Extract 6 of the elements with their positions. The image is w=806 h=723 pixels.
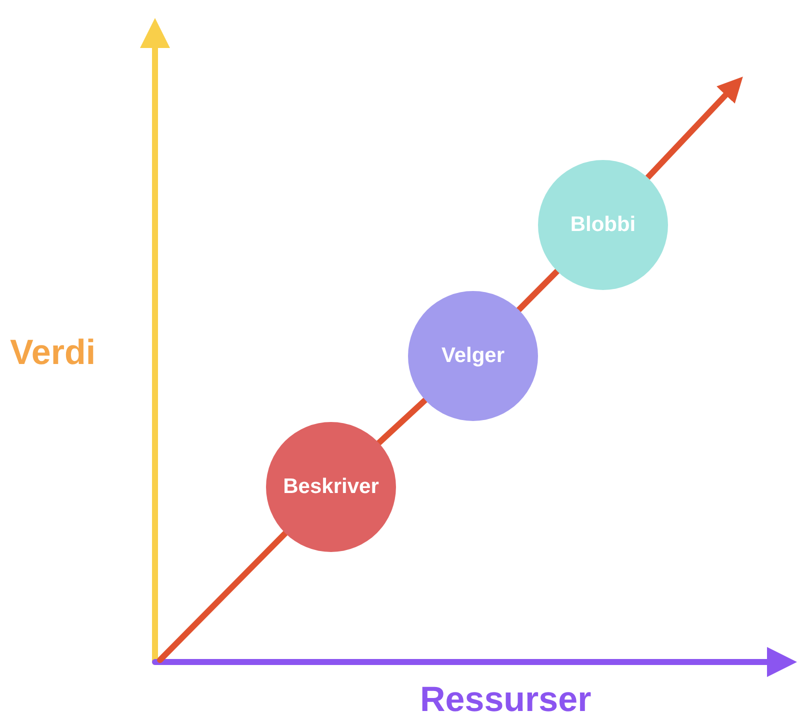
circle-node: Blobbi bbox=[538, 160, 668, 290]
axis-label: Verdi bbox=[10, 335, 96, 370]
circle-node: Velger bbox=[408, 291, 538, 421]
axis-label: Ressurser bbox=[420, 682, 592, 717]
arrow bbox=[645, 76, 743, 180]
circle-node: Beskriver bbox=[266, 422, 396, 552]
